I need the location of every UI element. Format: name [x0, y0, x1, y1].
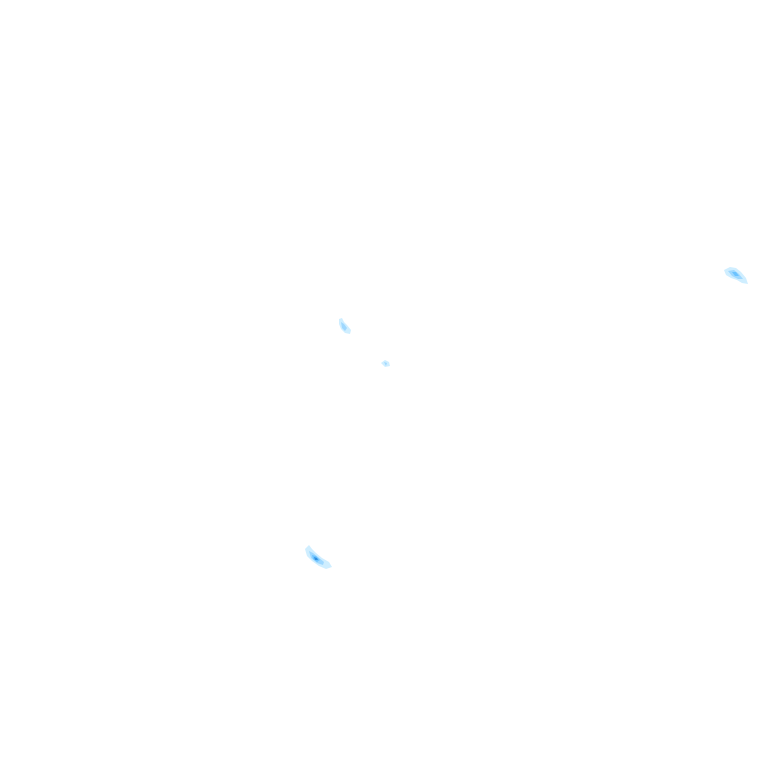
precip-patch-center-north [339, 318, 351, 334]
precip-cell [732, 272, 739, 276]
precip-cell [305, 545, 332, 569]
precip-patch-east [724, 267, 748, 284]
precip-cell [314, 557, 318, 560]
precip-cell [384, 362, 387, 366]
precip-patch-center-speck [381, 360, 390, 367]
precip-patch-south [305, 545, 332, 569]
precip-cell [341, 322, 347, 331]
